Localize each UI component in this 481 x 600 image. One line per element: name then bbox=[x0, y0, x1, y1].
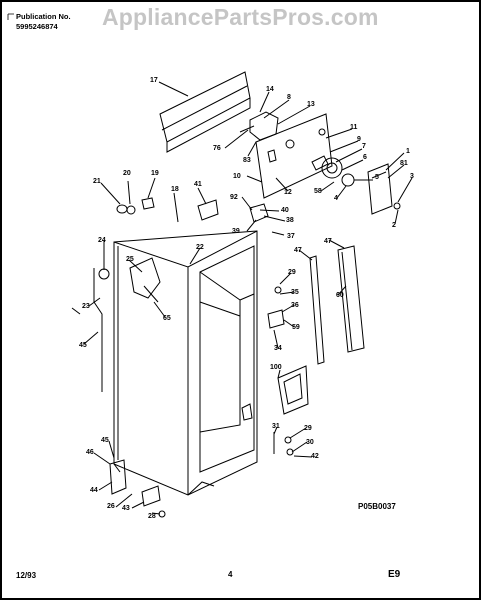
callout-6: 6 bbox=[363, 154, 367, 161]
callout-10: 10 bbox=[233, 173, 241, 180]
callout-11: 11 bbox=[350, 124, 358, 131]
callout-100: 100 bbox=[270, 364, 282, 371]
callout-18: 18 bbox=[171, 186, 179, 193]
callout-81: 81 bbox=[400, 160, 408, 167]
footer-date: 12/93 bbox=[16, 571, 37, 580]
footer-page: 4 bbox=[228, 570, 233, 579]
callout-29-upper: 29 bbox=[288, 269, 296, 276]
callout-25-upper: 25 bbox=[126, 256, 134, 263]
callout-34: 34 bbox=[274, 345, 282, 352]
callout-19: 19 bbox=[151, 170, 159, 177]
callout-37: 37 bbox=[287, 233, 295, 240]
callout-41: 41 bbox=[194, 181, 202, 188]
callout-3: 3 bbox=[410, 173, 414, 180]
callout-7: 7 bbox=[362, 143, 366, 150]
watermark-logo: AppliancePartsPros.com bbox=[102, 4, 379, 30]
callout-14: 14 bbox=[266, 86, 274, 93]
callout-47-right: 47 bbox=[324, 238, 332, 245]
callout-45-lower: 45 bbox=[101, 437, 109, 444]
callout-39: 39 bbox=[232, 228, 240, 235]
callout-83: 83 bbox=[243, 157, 251, 164]
callout-labels: 17 14 8 13 11 9 7 76 83 10 1 6 5 81 3 58… bbox=[79, 77, 414, 520]
callout-76: 76 bbox=[213, 145, 221, 152]
publication-label: Publication No. bbox=[16, 12, 71, 21]
callout-2: 2 bbox=[392, 222, 396, 229]
callout-44: 44 bbox=[90, 487, 98, 494]
callout-92: 92 bbox=[230, 194, 238, 201]
callout-17: 17 bbox=[150, 77, 158, 84]
callout-28: 28 bbox=[148, 513, 156, 520]
callout-40: 40 bbox=[281, 207, 289, 214]
callout-20: 20 bbox=[123, 170, 131, 177]
footer-section: E9 bbox=[388, 569, 401, 580]
callout-25-lower: 26 bbox=[107, 503, 115, 510]
callout-31: 31 bbox=[272, 423, 280, 430]
callout-65: 65 bbox=[163, 315, 171, 322]
callout-24: 24 bbox=[98, 237, 106, 244]
callout-38: 38 bbox=[286, 217, 294, 224]
publication-number: 5995246874 bbox=[16, 22, 58, 31]
callout-36: 36 bbox=[291, 302, 299, 309]
callout-5: 5 bbox=[375, 174, 379, 181]
callout-22: 22 bbox=[196, 244, 204, 251]
callout-23: 23 bbox=[82, 303, 90, 310]
callout-35: 35 bbox=[291, 289, 299, 296]
callout-1: 1 bbox=[406, 148, 410, 155]
callout-58: 58 bbox=[314, 188, 322, 195]
callout-8: 8 bbox=[287, 94, 291, 101]
callout-43: 43 bbox=[122, 505, 130, 512]
callout-47-left: 47 bbox=[294, 247, 302, 254]
callout-46: 46 bbox=[86, 449, 94, 456]
callout-45-upper: 45 bbox=[79, 342, 87, 349]
callout-12: 12 bbox=[284, 189, 292, 196]
callout-30: 30 bbox=[306, 439, 314, 446]
callout-42: 42 bbox=[311, 453, 319, 460]
drawing-code: P05B0037 bbox=[358, 502, 396, 511]
callout-4: 4 bbox=[334, 195, 338, 202]
callout-21: 21 bbox=[93, 178, 101, 185]
callout-59: 59 bbox=[292, 324, 300, 331]
callout-9: 9 bbox=[357, 136, 361, 143]
callout-29-lower: 29 bbox=[304, 425, 312, 432]
callout-60: 60 bbox=[336, 292, 344, 299]
drawing-lines bbox=[7, 13, 413, 518]
callout-13: 13 bbox=[307, 101, 315, 108]
